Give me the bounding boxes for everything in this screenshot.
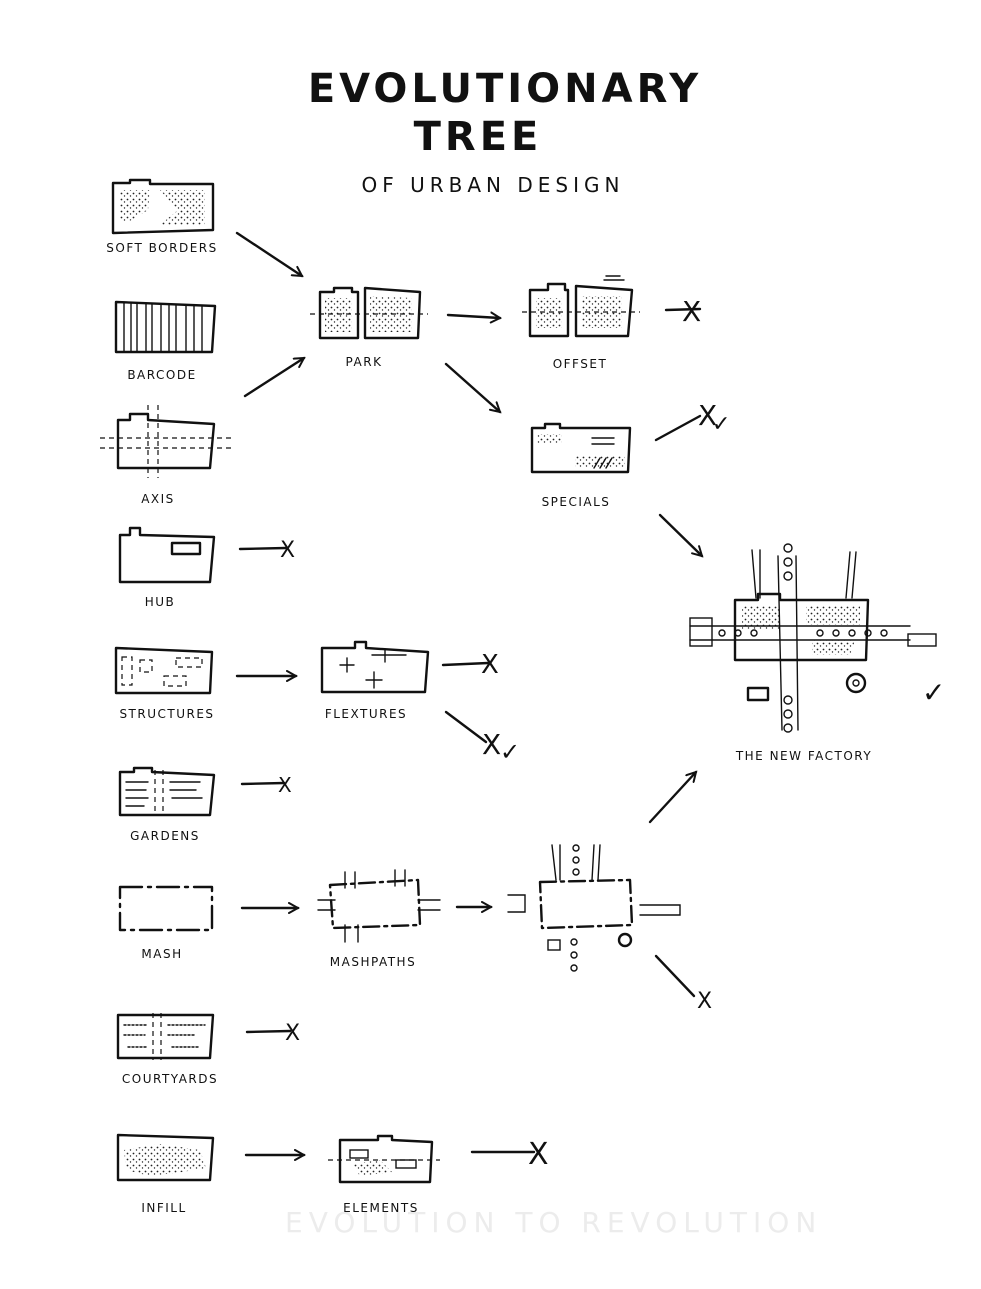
barcode-sketch [114, 300, 217, 354]
arrows [235, 231, 702, 1155]
marks: X X ✓ X X X ✓ X X X X ✓ [278, 295, 945, 1172]
gardens-label: GARDENS [130, 829, 200, 843]
structures-label: STRUCTURES [119, 707, 214, 721]
structures-sketch [114, 646, 214, 695]
reject-mark-flextures-2: X [482, 728, 501, 761]
arrow-specials-to-factory [658, 513, 702, 556]
reject-mark-elements: X [528, 1137, 549, 1172]
accept-mark-flextures: ✓ [500, 738, 520, 766]
reject-mark-courtyards: X [285, 1021, 300, 1046]
mash-development-sketch [507, 844, 681, 972]
flextures-sketch [320, 640, 430, 694]
arrow-courtyards-reject [245, 1029, 292, 1034]
courtyards-label: COURTYARDS [122, 1072, 218, 1086]
arrow-axis-to-park [243, 356, 304, 398]
background-text: EVOLUTION TO REVOLUTION [285, 1206, 822, 1239]
specials-label: SPECIALS [542, 495, 611, 509]
reject-mark-development: X [697, 989, 712, 1014]
new-factory-sketch [689, 543, 937, 733]
arrow-development-to-factory [648, 772, 696, 824]
arrow-flextures-reject-2 [444, 710, 488, 744]
offset-label: OFFSET [553, 357, 608, 371]
hub-sketch [118, 526, 216, 584]
arrow-park-to-specials [444, 362, 500, 412]
title-line-1: EVOLUTIONARY [308, 66, 702, 112]
park-sketch [310, 286, 428, 340]
mashpaths-sketch [317, 869, 441, 943]
courtyards-sketch [116, 1013, 215, 1060]
elements-label: ELEMENTS [343, 1201, 419, 1215]
arrow-specials-reject [654, 414, 702, 442]
arrow-soft-borders-to-park [235, 231, 302, 278]
soft-borders-sketch [111, 178, 215, 235]
arrow-development-reject [654, 954, 696, 998]
reject-mark-gardens: X [278, 773, 292, 797]
mash-sketch [118, 885, 214, 932]
infill-sketch [116, 1133, 215, 1182]
infill-label: INFILL [141, 1201, 186, 1215]
reject-mark-flextures: X [481, 650, 499, 680]
reject-mark-specials: X [698, 399, 717, 432]
flextures-label: FLEXTURES [325, 707, 407, 721]
new-factory-label: THE NEW FACTORY [735, 749, 872, 763]
barcode-label: BARCODE [127, 368, 196, 382]
axis-label: AXIS [141, 492, 175, 506]
arrow-flextures-reject [441, 661, 490, 667]
reject-mark-offset: X [682, 295, 701, 328]
hub-label: HUB [145, 595, 176, 609]
subtitle: OF URBAN DESIGN [362, 173, 625, 197]
accept-mark-factory: ✓ [922, 676, 945, 709]
soft-borders-label: SOFT BORDERS [106, 241, 217, 255]
arrow-hub-reject [238, 546, 288, 551]
mashpaths-label: MASHPATHS [330, 955, 416, 969]
reject-mark-hub: X [280, 538, 295, 563]
arrow-offset-reject [664, 307, 702, 312]
gardens-sketch [118, 766, 216, 817]
arrow-park-to-offset [446, 315, 500, 318]
arrow-gardens-reject [240, 781, 286, 786]
specials-sketch [530, 422, 632, 474]
elements-sketch [328, 1134, 440, 1184]
offset-sketch [522, 275, 640, 338]
accept-mark-specials: ✓ [712, 412, 730, 437]
title-line-2: TREE [414, 114, 543, 160]
park-label: PARK [346, 355, 383, 369]
mash-label: MASH [141, 947, 182, 961]
axis-sketch [100, 405, 235, 478]
